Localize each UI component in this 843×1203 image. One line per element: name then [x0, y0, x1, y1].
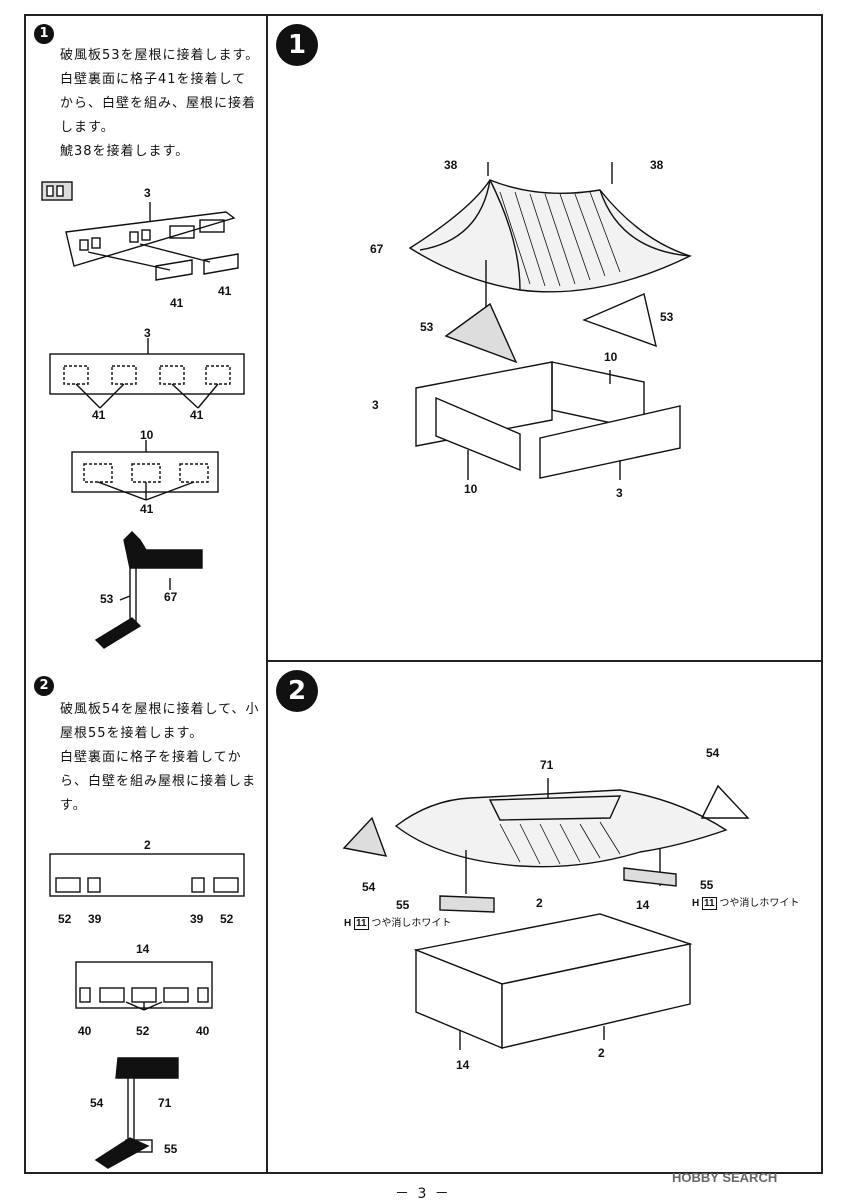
lattice-part-icon [41, 181, 73, 201]
label-71a: 71 [158, 1096, 172, 1110]
roof-section-detail-2 [94, 1057, 179, 1169]
label-10c: 10 [464, 482, 478, 496]
label-10a: 10 [140, 428, 154, 442]
step-divider [266, 660, 823, 662]
column-divider [266, 14, 268, 1174]
page-frame [24, 14, 823, 1174]
label-2c: 2 [598, 1046, 605, 1060]
step1-instructions: 破風板53を屋根に接着します。 白壁裏面に格子41を接着してから、白壁を組み、屋… [60, 44, 260, 164]
paint-note-right: H 11 つや消しホワイト [692, 894, 800, 910]
label-39a: 39 [88, 912, 102, 926]
label-14a: 14 [136, 942, 150, 956]
label-3a: 3 [144, 186, 151, 200]
roof-67 [408, 162, 692, 310]
label-52a: 52 [58, 912, 72, 926]
small-roof-55-left [439, 895, 495, 913]
paint-note-left: H 11 つや消しホワイト [344, 914, 452, 930]
paint-note-h-right: H [692, 898, 700, 909]
label-41c: 41 [92, 408, 106, 422]
label-53a: 53 [100, 592, 114, 606]
label-52b: 52 [220, 912, 234, 926]
label-3d: 3 [616, 486, 623, 500]
label-40a: 40 [78, 1024, 92, 1038]
wall-10-front [71, 440, 219, 501]
label-55b: 55 [396, 898, 410, 912]
step2-instruction-1: 破風板54を屋根に接着して、小屋根55を接着します。 [60, 702, 260, 741]
gable-54-right [700, 784, 750, 819]
label-38b: 38 [650, 158, 664, 172]
label-3c: 3 [372, 398, 379, 412]
label-41b: 41 [218, 284, 232, 298]
label-67a: 67 [164, 590, 178, 604]
roof-section-detail-1 [94, 531, 203, 649]
label-14c: 14 [456, 1058, 470, 1072]
page-number: － 3 － [395, 1186, 451, 1202]
paint-note-text-left: つや消しホワイト [371, 918, 452, 929]
step1-instruction-1: 破風板53を屋根に接着します。 [60, 48, 260, 63]
label-55a: 55 [164, 1142, 178, 1156]
label-2b: 2 [536, 896, 543, 910]
wall-14-front [75, 961, 213, 1011]
label-67b: 67 [370, 242, 384, 256]
step1-instruction-2: 白壁裏面に格子41を接着してから、白壁を組み、屋根に接着します。 [60, 72, 257, 135]
label-40b: 40 [196, 1024, 210, 1038]
label-10b: 10 [604, 350, 618, 364]
gable-53-left [444, 302, 518, 364]
wall-3-front [49, 338, 245, 409]
roof-2-hatching [499, 821, 621, 865]
gable-54-left [342, 816, 388, 857]
step2-instructions: 破風板54を屋根に接着して、小屋根55を接着します。 白壁裏面に格子を接着してか… [60, 698, 260, 818]
paint-note-h-left: H [344, 918, 352, 929]
roof-hatching [499, 191, 621, 287]
label-54b: 54 [706, 746, 720, 760]
paint-note-code-left: 11 [354, 917, 369, 930]
small-roof-55-right [623, 867, 677, 887]
label-41e: 41 [140, 502, 154, 516]
label-52c: 52 [136, 1024, 150, 1038]
walls-box-2 [413, 913, 693, 1050]
gable-53-right [582, 293, 657, 348]
wall-2-front [49, 853, 245, 897]
step2-instruction-2: 白壁裏面に格子を接着してから、白壁を組み屋根に接着します。 [60, 750, 257, 813]
step1-big-number: 1 [276, 24, 318, 66]
label-71b: 71 [540, 758, 554, 772]
step2-big-number: 2 [276, 670, 318, 712]
paint-note-text-right: つや消しホワイト [719, 898, 800, 909]
roof-71 [394, 778, 728, 894]
label-54c: 54 [362, 880, 376, 894]
step1-instruction-3: 鯱38を接着します。 [60, 144, 190, 159]
label-54a: 54 [90, 1096, 104, 1110]
label-3b: 3 [144, 326, 151, 340]
wall-3-perspective [65, 202, 239, 281]
label-53c: 53 [660, 310, 674, 324]
walls-box-1 [415, 361, 681, 480]
label-2a: 2 [144, 838, 151, 852]
paint-note-code-right: 11 [702, 897, 717, 910]
label-41a: 41 [170, 296, 184, 310]
step2-small-number: 2 [34, 676, 54, 696]
label-39b: 39 [190, 912, 204, 926]
step1-small-number: 1 [34, 24, 54, 44]
label-38a: 38 [444, 158, 458, 172]
label-14b: 14 [636, 898, 650, 912]
label-41d: 41 [190, 408, 204, 422]
watermark: HOBBY SEARCH [672, 1170, 778, 1185]
label-53b: 53 [420, 320, 434, 334]
label-55c: 55 [700, 878, 714, 892]
